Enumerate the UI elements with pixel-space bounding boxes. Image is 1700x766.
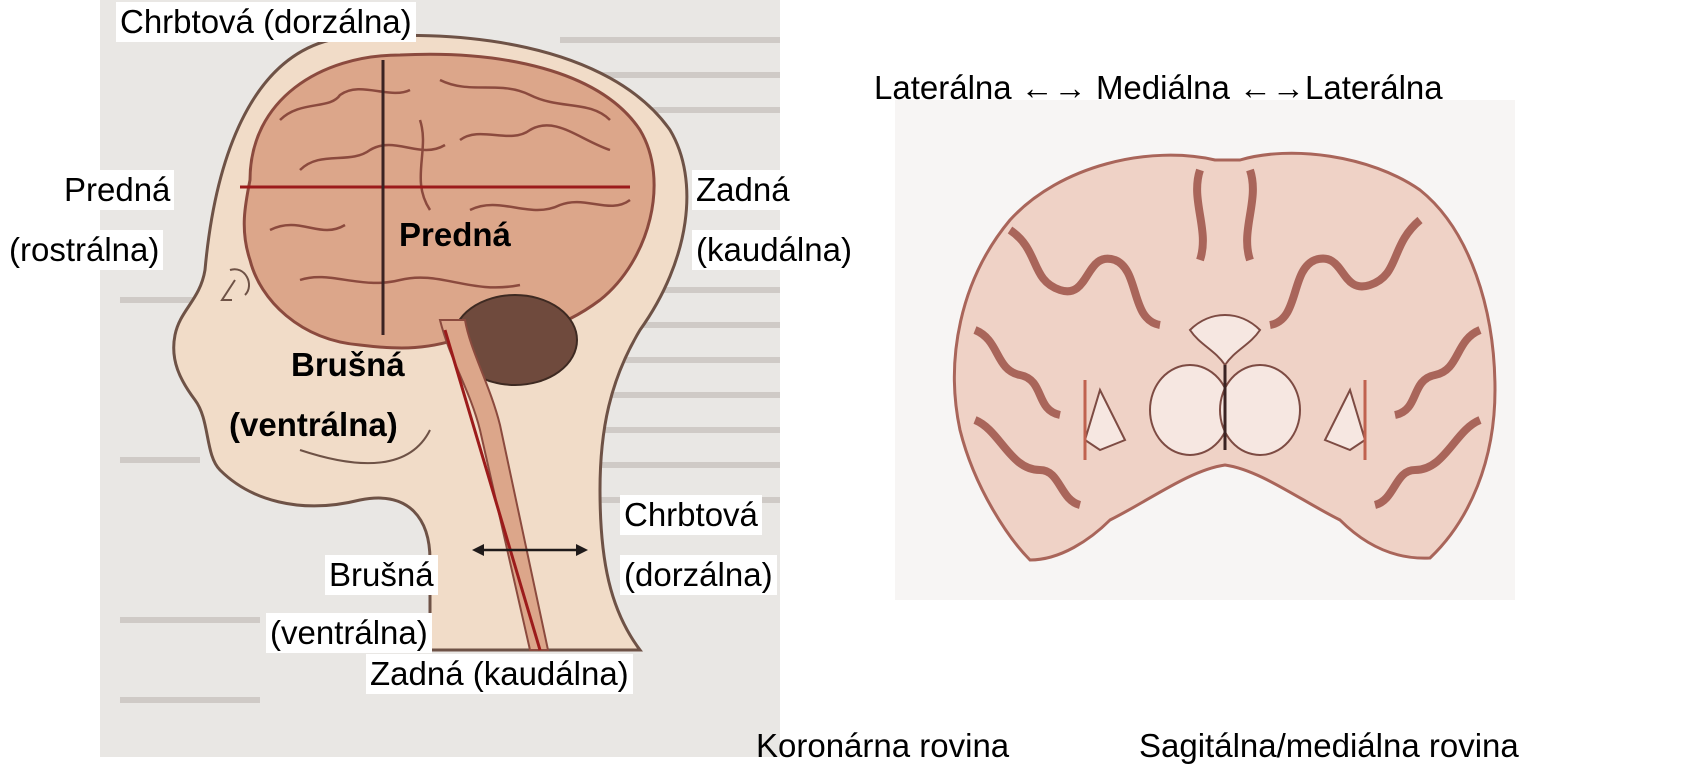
label-lateral-medial-axis: Laterálna ←→ Mediálna ←→Laterálna xyxy=(870,68,1447,108)
label-posterior-bottom: Zadná (kaudálna) xyxy=(366,654,633,694)
label-anterior-line2: (rostrálna) xyxy=(5,230,163,270)
label-spinal-ventral-line1: Brušná xyxy=(325,555,438,595)
label-ventral-line1: Brušná xyxy=(287,345,409,385)
label-spinal-ventral-line2: (ventrálna) xyxy=(266,613,432,653)
label-posterior-line1: Zadná xyxy=(692,170,794,210)
label-posterior-line2: (kaudálna) xyxy=(692,230,856,270)
label-spinal-dorsal-line2: (dorzálna) xyxy=(620,555,777,595)
label-spinal-dorsal-line1: Chrbtová xyxy=(620,495,762,535)
caption-sagittal-plane: Sagitálna/mediálna rovina xyxy=(1135,726,1523,766)
label-anterior-inner: Predná xyxy=(395,215,515,255)
caption-coronal-plane: Koronárna rovina xyxy=(752,726,1013,766)
label-anterior-line1: Predná xyxy=(60,170,174,210)
label-ventral-line2: (ventrálna) xyxy=(225,405,402,445)
cerebrum xyxy=(244,54,654,348)
label-dorsal-top: Chrbtová (dorzálna) xyxy=(116,2,416,42)
